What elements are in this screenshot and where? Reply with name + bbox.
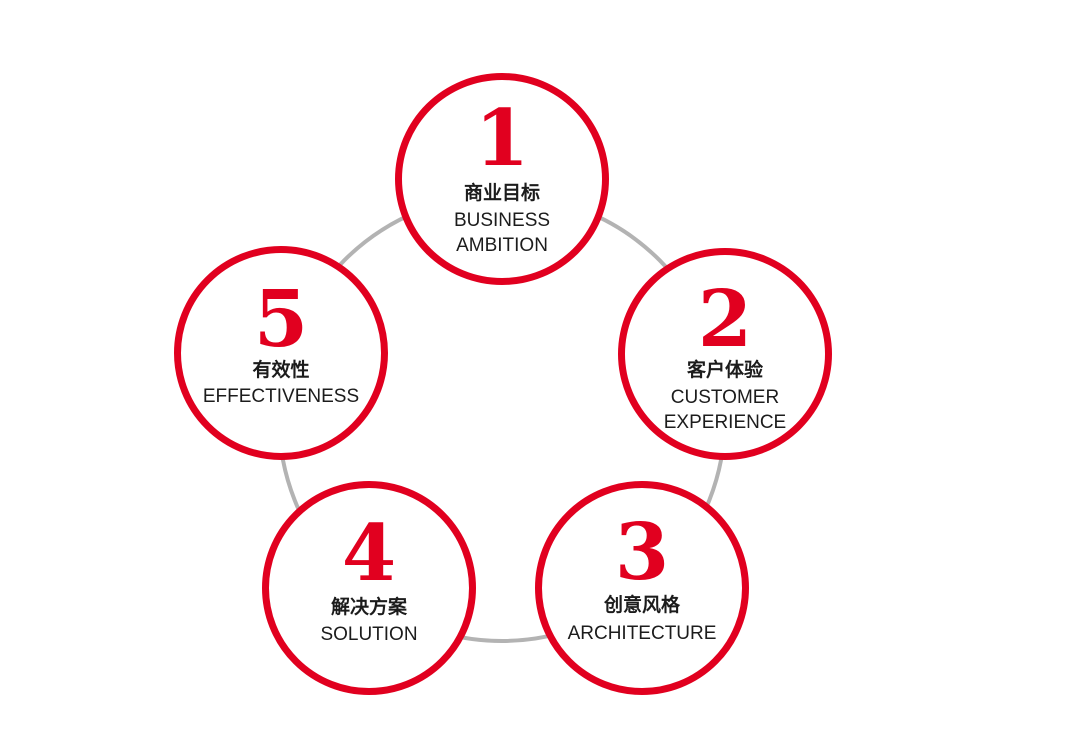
node-title-cn: 商业目标 [463, 182, 540, 204]
node-title-en: CUSTOMER EXPERIENCE [605, 385, 845, 435]
node-number: 3 [614, 507, 670, 598]
node-title-en-line: EFFECTIVENESS [202, 386, 360, 407]
node-number: 4 [341, 508, 397, 599]
node-architecture: 3 创意风格 ARCHITECTURE [535, 481, 749, 695]
node-title-en: BUSINESS AMBITION [382, 208, 622, 258]
node-title-cn: 创意风格 [603, 594, 680, 616]
node-title-en: ARCHITECTURE [522, 621, 762, 646]
node-customer-experience: 2 客户体验 CUSTOMER EXPERIENCE [618, 248, 832, 460]
node-title-en-line: ARCHITECTURE [567, 623, 717, 644]
node-effectiveness: 5 有效性 EFFECTIVENESS [174, 246, 388, 460]
node-title-en-line: BUSINESS [453, 210, 551, 231]
node-title-cn: 有效性 [252, 359, 310, 381]
node-business-ambition: 1 商业目标 BUSINESS AMBITION [395, 73, 609, 285]
node-title-en: SOLUTION [249, 622, 489, 647]
node-title-cn: 解决方案 [330, 596, 407, 618]
node-title-en-line: SOLUTION [320, 624, 418, 645]
node-title-en: EFFECTIVENESS [161, 384, 401, 409]
node-solution: 4 解决方案 SOLUTION [262, 481, 476, 695]
node-number: 5 [253, 274, 309, 365]
node-title-en-line: CUSTOMER [670, 387, 780, 408]
node-number: 1 [474, 93, 530, 184]
node-title-en-line: EXPERIENCE [663, 412, 787, 433]
node-title-cn: 客户体验 [686, 359, 763, 381]
node-number: 2 [697, 274, 753, 365]
node-title-en-line: AMBITION [456, 235, 548, 256]
